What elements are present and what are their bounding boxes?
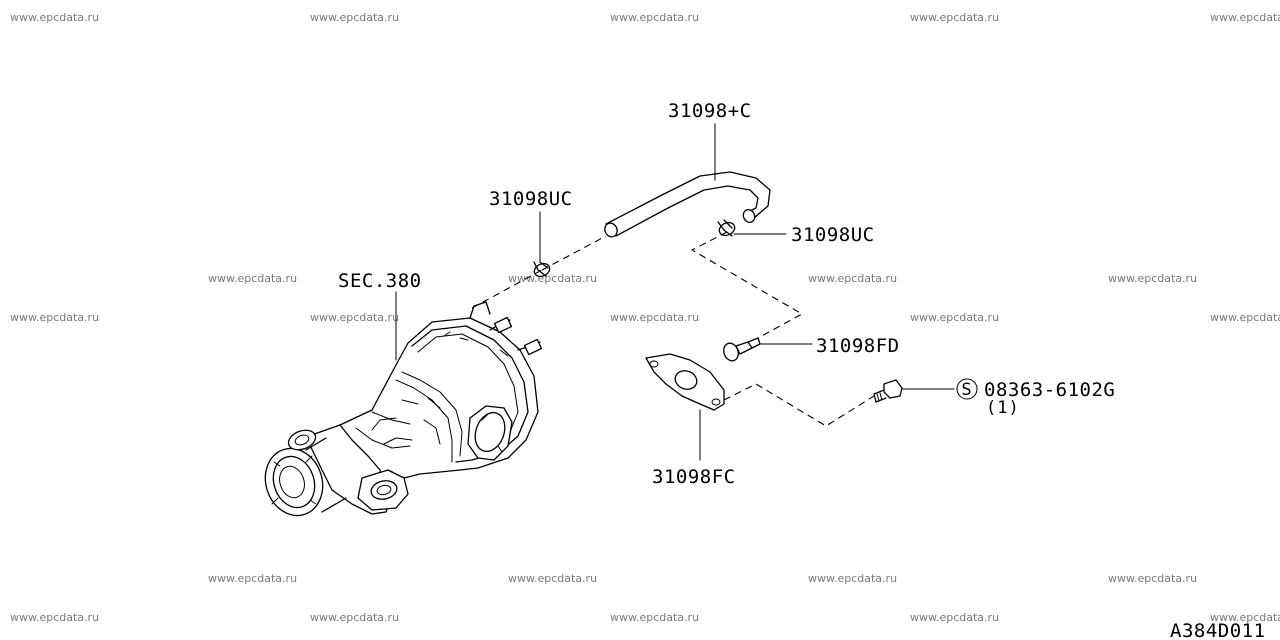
watermark: www.epcdata.ru [610, 11, 699, 24]
watermark: www.epcdata.ru [1108, 572, 1197, 585]
diagram-code: A384D011 [1170, 620, 1266, 640]
assembly-dashed-lines [471, 231, 875, 427]
watermark: www.epcdata.ru [310, 11, 399, 24]
watermark-layer: www.epcdata.ru www.epcdata.ru www.epcdat… [10, 11, 1280, 624]
watermark: www.epcdata.ru [10, 311, 99, 324]
bolt-standard-part-symbol [956, 378, 978, 400]
watermark: www.epcdata.ru [910, 611, 999, 624]
watermark: www.epcdata.ru [1210, 311, 1280, 324]
watermark: www.epcdata.ru [910, 311, 999, 324]
callout-hose[interactable]: 31098+C [668, 100, 752, 122]
watermark: www.epcdata.ru [808, 272, 897, 285]
callout-bolt[interactable]: 08363-6102G [984, 379, 1115, 401]
watermark: www.epcdata.ru [610, 311, 699, 324]
bolt-drawing[interactable] [873, 379, 903, 403]
watermark: www.epcdata.ru [208, 272, 297, 285]
breather-hose-drawing[interactable] [603, 171, 771, 239]
callout-section-ref[interactable]: SEC.380 [338, 270, 422, 292]
watermark: www.epcdata.ru [310, 311, 399, 324]
callout-connector[interactable]: 31098FD [816, 335, 900, 357]
gasket-flange-drawing[interactable] [645, 353, 725, 411]
watermark: www.epcdata.ru [10, 11, 99, 24]
watermark: www.epcdata.ru [310, 611, 399, 624]
bolt-callout-group[interactable]: S 08363-6102G (1) [956, 378, 1115, 418]
watermark: www.epcdata.ru [808, 572, 897, 585]
watermark: www.epcdata.ru [10, 611, 99, 624]
differential-housing-drawing[interactable] [257, 301, 543, 523]
watermark: www.epcdata.ru [508, 572, 597, 585]
bolt-quantity: (1) [986, 398, 1020, 418]
watermark: www.epcdata.ru [1108, 272, 1197, 285]
watermark: www.epcdata.ru [508, 272, 597, 285]
watermark: www.epcdata.ru [910, 11, 999, 24]
bolt-symbol-letter: S [961, 380, 972, 400]
watermark: www.epcdata.ru [610, 611, 699, 624]
leader-lines [395, 123, 955, 461]
watermark: www.epcdata.ru [1210, 611, 1280, 624]
callout-gasket[interactable]: 31098FC [652, 466, 736, 488]
callout-clamp-left[interactable]: 31098UC [489, 188, 573, 210]
watermark: www.epcdata.ru [208, 572, 297, 585]
hose-clamp-right-drawing[interactable] [717, 219, 737, 238]
callout-clamp-right[interactable]: 31098UC [791, 224, 875, 246]
watermark: www.epcdata.ru [1210, 11, 1280, 24]
connector-fitting-drawing[interactable] [721, 337, 761, 363]
